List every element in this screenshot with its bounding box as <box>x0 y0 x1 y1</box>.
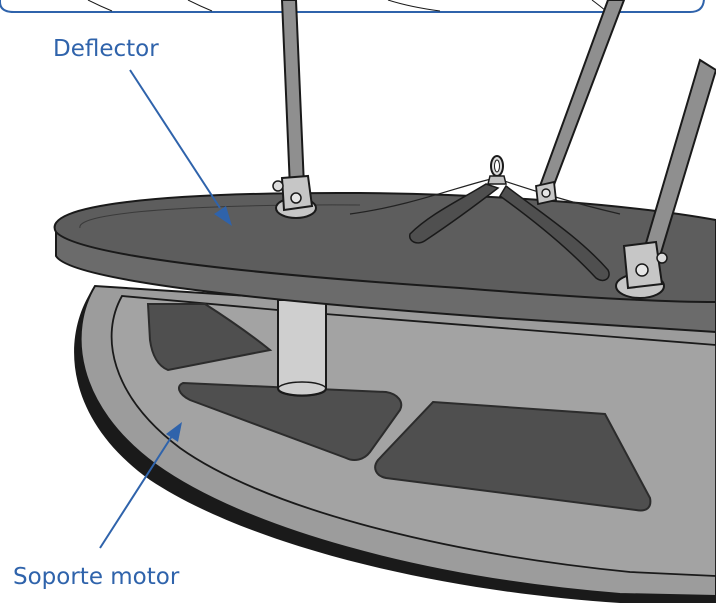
bracket-middle <box>535 180 557 206</box>
bracket-left-nut <box>272 180 284 192</box>
hub-rib-left <box>409 183 500 244</box>
lifting-eye <box>487 155 507 185</box>
callout-frame <box>0 0 705 13</box>
leader-line-deflector <box>129 69 221 209</box>
strut-middle <box>538 0 626 192</box>
bracket-right-bolt <box>635 263 649 277</box>
leader-arrow-deflector <box>214 206 232 226</box>
base-cutout-left <box>146 303 273 372</box>
deflector-plate <box>53 155 716 334</box>
bracket-right-nut <box>656 252 668 264</box>
shaft-bottom <box>277 381 327 397</box>
leader-lines <box>99 69 232 549</box>
support-struts <box>280 0 716 258</box>
leader-line-motor <box>99 435 173 549</box>
callout-inner-line-2 <box>187 0 213 12</box>
base-cutout-center <box>177 381 403 461</box>
leader-arrow-motor <box>166 422 182 442</box>
base-cutout-right <box>374 400 652 512</box>
strut-left <box>280 0 306 190</box>
motor-shaft <box>277 299 327 397</box>
hub-rib-right <box>499 184 610 282</box>
shaft-body <box>277 299 327 397</box>
lifting-eye-base <box>487 175 507 185</box>
callout-inner-line-1 <box>87 0 113 12</box>
label-deflector: Deflector <box>53 36 159 62</box>
motor-mount-base <box>74 284 716 603</box>
top-callout-box <box>0 0 705 13</box>
lifting-eye-hole <box>494 159 500 173</box>
callout-inner-line-3 <box>387 0 441 12</box>
bracket-middle-bolt <box>541 188 551 198</box>
label-motor-mount: Soporte motor <box>13 564 180 590</box>
bracket-left <box>272 174 317 219</box>
bracket-left-bolt <box>290 192 302 204</box>
bracket-right <box>615 240 668 299</box>
